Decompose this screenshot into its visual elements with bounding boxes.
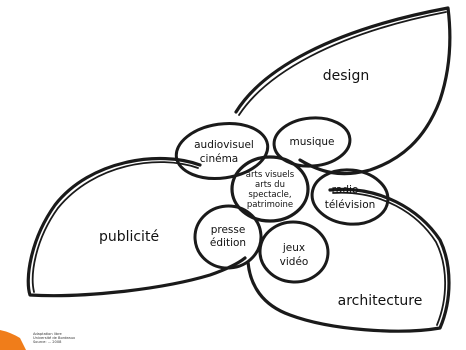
label-design: design	[323, 68, 369, 84]
label-center-3: spectacle,	[248, 190, 291, 200]
petal-publicite-outline	[26, 156, 247, 298]
label-jeux: jeux	[282, 242, 305, 254]
orange-corner-decoration	[0, 330, 26, 350]
petal-jeux-outline	[258, 220, 330, 284]
center-circle	[230, 155, 310, 223]
petal-radio-outline	[310, 168, 390, 226]
label-presse: presse	[211, 224, 246, 236]
petal-musique-outline	[272, 116, 352, 168]
credit-line-2: Université de Bordeaux	[33, 336, 76, 341]
label-edition: édition	[210, 237, 246, 249]
label-cinema: cinéma	[200, 153, 238, 165]
label-video: vidéo	[280, 256, 309, 268]
label-radio: radio	[332, 184, 359, 196]
credit-line-1: Adaptation libre	[33, 332, 62, 336]
label-center-2: arts du	[255, 180, 285, 190]
label-publicite: publicité	[99, 229, 159, 245]
label-musique: musique	[289, 136, 334, 148]
label-audiovisuel: audiovisuel	[194, 139, 254, 151]
label-center-4: patrimoine	[247, 200, 293, 210]
credit-text: Adaptation libre Université de Bordeaux …	[33, 332, 123, 345]
credit-line-3: Source: ... 2008	[33, 340, 62, 345]
label-architecture: architecture	[338, 293, 423, 309]
petal-presse-outline	[193, 204, 263, 270]
label-television: télévision	[325, 199, 376, 211]
petal-audiovisuel-outline	[174, 122, 270, 180]
petal-architecture-outline	[246, 187, 451, 333]
label-center-1: arts visuels	[246, 170, 295, 180]
